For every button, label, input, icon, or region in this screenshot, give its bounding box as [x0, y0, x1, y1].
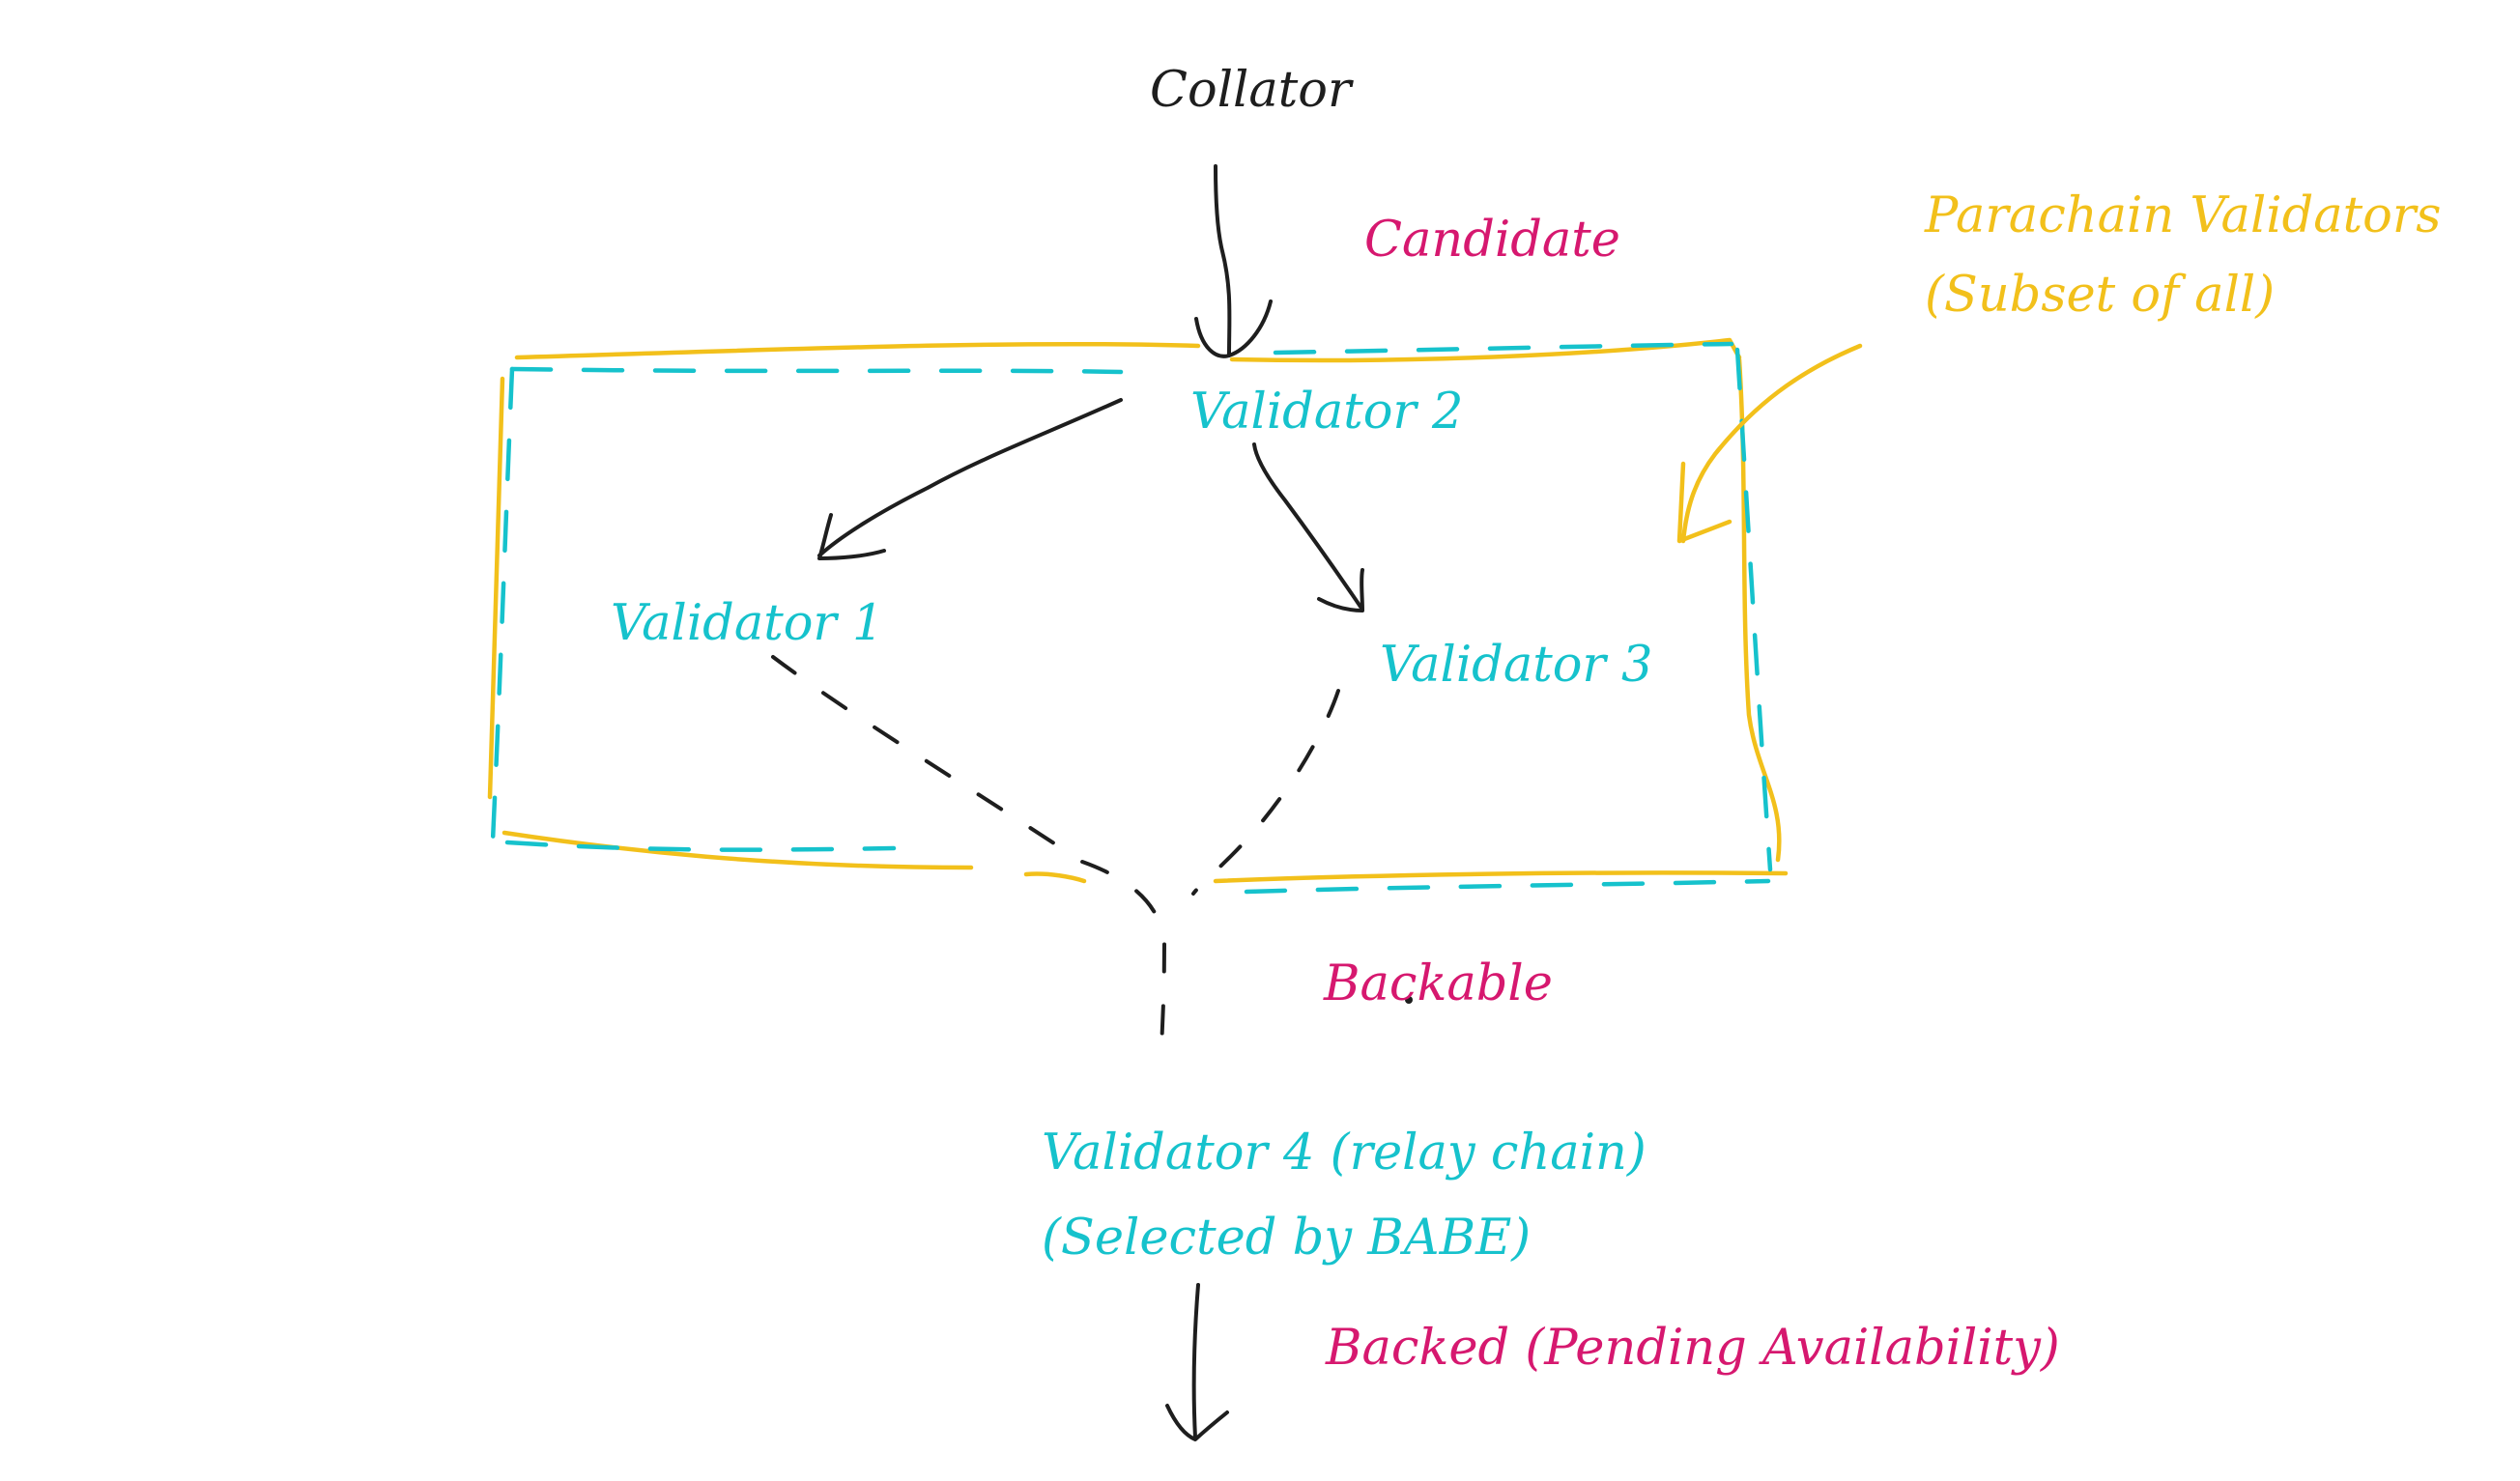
parachain-validators-arrow: [1676, 343, 1863, 544]
candidate-label: Candidate: [1364, 212, 1620, 269]
subset-of-all-label: (Subset of all): [1925, 267, 2275, 324]
parachain-validators-label: Parachain Validators: [1924, 187, 2441, 244]
validator2-to-validator1-arrow: [817, 398, 1123, 560]
selected-by-babe-label: (Selected by BABE): [1042, 1210, 1531, 1267]
validator4-down-arrow: [1165, 1283, 1229, 1441]
collator-to-validator2-arrow: [1194, 164, 1273, 358]
backable-dashed-merge: [771, 655, 1340, 1050]
backed-label: Backed (Pending Availability): [1325, 1320, 2060, 1377]
validator-4-label: Validator 4 (relay chain): [1042, 1125, 1647, 1182]
collator-label: Collator: [1150, 62, 1354, 119]
validator-1-label: Validator 1: [611, 595, 883, 652]
validator-2-label: Validator 2: [1190, 384, 1463, 441]
validator2-to-validator3-arrow: [1252, 442, 1364, 612]
validator-3-label: Validator 3: [1380, 637, 1652, 694]
backable-label: Backable: [1323, 955, 1553, 1012]
backable-dot: [1405, 996, 1413, 1004]
validator-set-dashed-box: [490, 341, 1773, 895]
